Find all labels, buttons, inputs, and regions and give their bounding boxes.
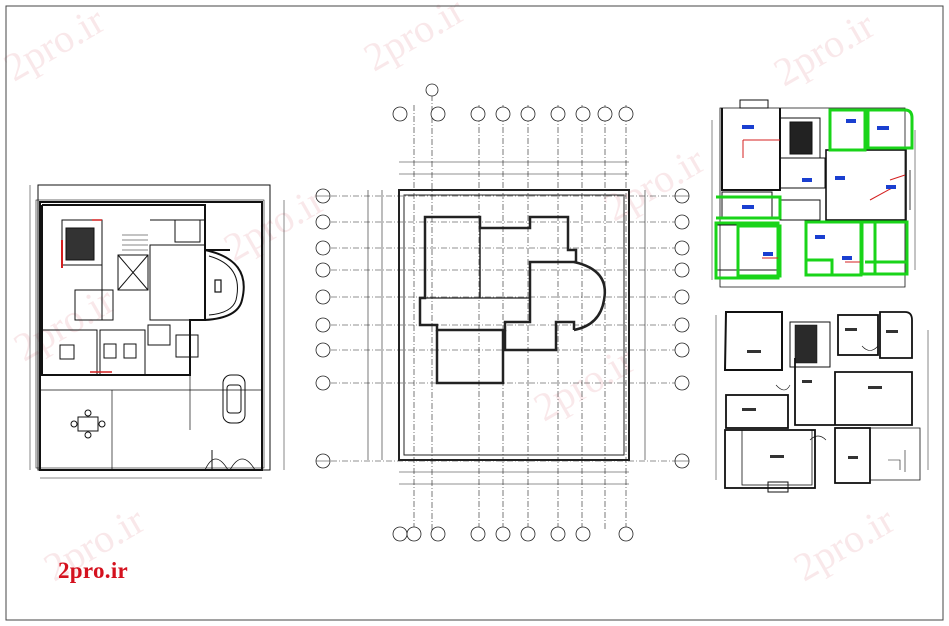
grid-curved-bay xyxy=(573,260,607,332)
blue-room-labels xyxy=(742,119,896,260)
bath-room xyxy=(74,289,114,321)
dining xyxy=(99,329,146,376)
grid-bubble-ticks xyxy=(316,195,689,462)
upper-floor-plan xyxy=(715,311,929,493)
curved-bay-window xyxy=(204,249,245,321)
upper-plan-room-labels xyxy=(742,328,898,459)
top-grid-bubbles xyxy=(392,83,634,122)
right-grid-bubbles xyxy=(674,188,690,469)
stair-core xyxy=(65,227,95,261)
grid-frame-inner xyxy=(403,194,625,456)
column-grid-plan xyxy=(320,95,690,530)
toilet xyxy=(174,219,201,243)
main-gate xyxy=(204,458,256,471)
exterior-walls xyxy=(39,201,263,471)
lift-box xyxy=(117,254,149,291)
ground-floor-plan xyxy=(29,184,285,479)
vertical-grid-lines xyxy=(413,95,627,530)
left-grid-bubbles xyxy=(315,188,331,469)
living-room xyxy=(149,244,206,321)
brand-logo: 2pro.ir xyxy=(58,558,129,583)
plot-boundary xyxy=(35,199,265,469)
car-outline xyxy=(222,374,246,424)
building-footprint xyxy=(418,215,578,332)
dimension-rails xyxy=(367,161,646,485)
sheet-border xyxy=(5,5,944,621)
bottom-grid-bubbles xyxy=(392,526,634,542)
garden-table xyxy=(77,416,99,432)
red-dimension-marks xyxy=(742,139,906,263)
stair-treads xyxy=(122,234,148,251)
green-room-outlines xyxy=(714,108,914,280)
kitchen xyxy=(41,329,98,376)
